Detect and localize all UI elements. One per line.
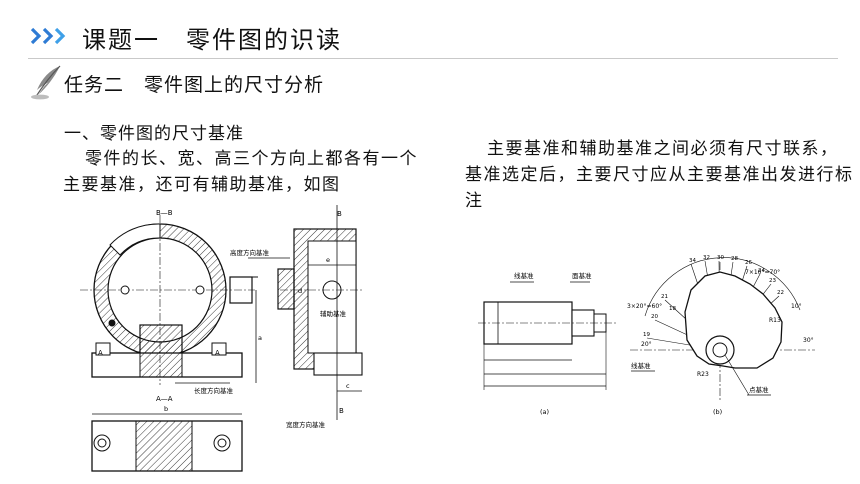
radius-28: 28: [731, 256, 738, 262]
angle-20-label: 20°: [641, 341, 652, 348]
length-datum-label: 长度方向基准: [194, 386, 234, 395]
dim-c: c: [346, 382, 350, 390]
fig-a-line-datum: 线基准: [514, 271, 534, 280]
radius-34: 34: [689, 258, 696, 264]
aux-datum-label: 辅助基准: [320, 309, 347, 318]
dim-d: d: [298, 287, 302, 295]
section-bb-label: B—B: [156, 209, 173, 217]
fig-a-caption: (a): [540, 408, 549, 416]
r13-label: R13: [769, 317, 781, 324]
section-heading: 一、零件图的尺寸基准: [64, 124, 244, 144]
dim-a: a: [258, 334, 262, 342]
radius-19: 19: [643, 332, 650, 338]
radius-21: 21: [661, 294, 668, 300]
radius-22: 22: [777, 290, 784, 296]
paragraph-right: 主要基准和辅助基准之间必须有尺寸联系，基准选定后，主要尺寸应从主要基准出发进行标…: [465, 136, 855, 214]
label-a-right: A: [215, 349, 220, 357]
width-datum-label: 宽度方向基准: [286, 420, 326, 429]
bearing-block-drawing: B—B A A 高度方向基准 a 长度方向基准 B e d 辅助基准 c B 宽…: [80, 205, 363, 472]
radius-20: 20: [651, 314, 658, 320]
fig-a-face-datum: 面基准: [572, 271, 592, 280]
angle-top-label: 7×10°=70°: [745, 269, 780, 276]
section-aa-label: A—A: [156, 395, 173, 403]
dim-e: e: [326, 256, 330, 264]
r23-label: R23: [697, 371, 709, 378]
cam-profile-figure-b: 34 32 30 28 26 24 23 22 21 20 19 18 7×10…: [627, 255, 815, 416]
fig-b-line-datum: 线基准: [631, 361, 651, 370]
paragraph-left-text: 零件的长、宽、高三个方向上都各有一个主要基准，还可有辅助基准，如图: [63, 149, 418, 195]
fig-b-caption: (b): [713, 408, 722, 416]
header-divider: [28, 58, 838, 59]
fig-b-point-datum: 点基准: [749, 385, 769, 394]
radius-30: 30: [717, 255, 724, 261]
radius-24: 24: [758, 268, 765, 274]
label-a-left: A: [98, 349, 103, 357]
angle-left-label: 3×20°=60°: [627, 303, 662, 310]
lesson-title: 课题一 零件图的识读: [82, 26, 342, 54]
angle-30-label: 30°: [803, 337, 814, 344]
label-b-top: B: [337, 210, 342, 218]
paragraph-right-text: 主要基准和辅助基准之间必须有尺寸联系，基准选定后，主要尺寸应从主要基准出发进行标…: [465, 139, 854, 211]
triple-chevron-right-icon: [30, 27, 66, 45]
radius-26: 26: [745, 260, 752, 266]
angle-10-label: 10°: [791, 303, 802, 310]
slide-header: 课题一 零件图的识读: [0, 0, 860, 58]
task-title: 任务二 零件图上的尺寸分析: [64, 74, 325, 96]
quill-icon: [31, 65, 61, 100]
height-datum-label: 高度方向基准: [230, 248, 270, 257]
stepped-shaft-figure-a: 线基准 面基准 (a): [478, 271, 616, 416]
paragraph-left: 零件的长、宽、高三个方向上都各有一个主要基准，还可有辅助基准，如图: [63, 146, 423, 198]
radius-18: 18: [669, 306, 676, 312]
label-b-bottom: B: [339, 407, 344, 415]
radius-32: 32: [703, 255, 710, 261]
dim-b: b: [164, 405, 168, 413]
radius-23: 23: [769, 278, 776, 284]
